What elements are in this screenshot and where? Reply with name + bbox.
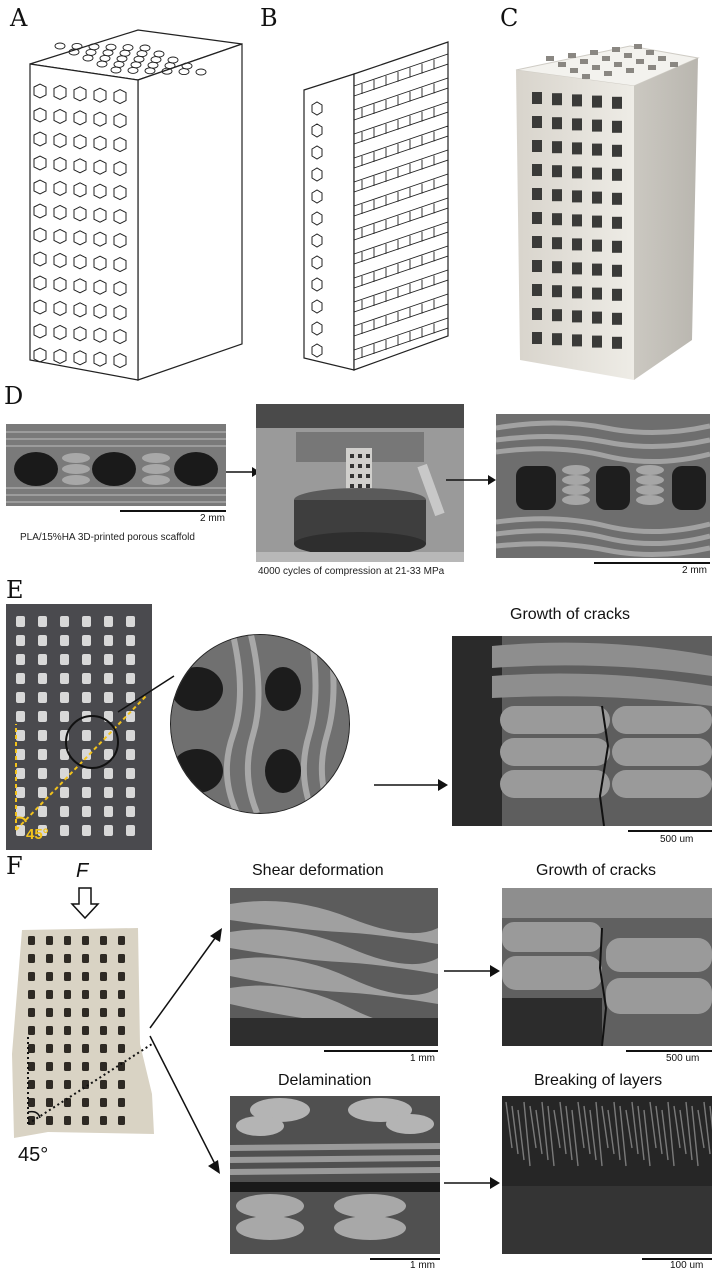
panel-f-fractured-scaffold-photo — [8, 924, 158, 1140]
panel-e-zoom-circle — [170, 634, 350, 814]
title-f-delamination: Delamination — [278, 1072, 372, 1089]
angle-label-e: 45° — [26, 826, 49, 843]
panel-d-sem-section — [6, 424, 226, 506]
title-f-breaking-of-layers: Breaking of layers — [534, 1072, 663, 1089]
zoom-connector-line — [117, 675, 175, 713]
scale-bar — [324, 1050, 438, 1052]
scale-bar — [594, 562, 710, 564]
panel-label-a: A — [10, 4, 28, 32]
scale-bar — [628, 830, 712, 832]
scale-label-f-delam: 1 mm — [410, 1260, 435, 1271]
scale-label-e-right: 500 um — [660, 834, 694, 845]
scale-bar — [120, 510, 226, 512]
arrow-right — [446, 475, 496, 485]
scale-label-d-left: 2 mm — [200, 513, 225, 524]
panel-d-test-machine-photo — [256, 404, 464, 562]
panel-d-sem-after-compression — [496, 414, 710, 558]
scale-label-f-cracks: 500 um — [666, 1053, 700, 1064]
force-label: F — [76, 860, 89, 882]
branch-arrows — [149, 928, 222, 1174]
title-f-growth-of-cracks: Growth of cracks — [536, 862, 657, 879]
scale-label-f-break: 100 um — [670, 1260, 704, 1271]
panel-e-scaffold-photo — [6, 604, 152, 850]
panel-label-c: C — [500, 4, 519, 32]
panel-f-sem-cracks — [502, 888, 712, 1046]
panel-f-sem-shear — [230, 888, 438, 1046]
panel-label-e: E — [6, 576, 24, 604]
panel-c-printed-scaffold-photo — [512, 40, 700, 380]
arrow-right — [226, 467, 260, 477]
panel-b-cad-section — [303, 41, 449, 371]
arrow-right — [374, 779, 448, 791]
scale-bar — [626, 1050, 712, 1052]
panel-f-sem-breaking — [502, 1096, 712, 1254]
panel-label-f: F — [6, 852, 23, 880]
scale-bar — [642, 1258, 712, 1260]
title-e-growth-of-cracks: Growth of cracks — [510, 606, 631, 623]
panel-f-sem-delamination — [230, 1096, 440, 1254]
force-arrow — [70, 887, 100, 920]
scale-label-d-right: 2 mm — [682, 565, 707, 576]
panel-label-d: D — [4, 382, 24, 410]
title-f-shear-deformation: Shear deformation — [252, 862, 384, 879]
panel-a-cad-model — [29, 29, 243, 381]
scale-label-f-shear: 1 mm — [410, 1053, 435, 1064]
caption-d-middle: 4000 cycles of compression at 21-33 MPa — [258, 566, 445, 577]
panel-e-sem-cracks — [452, 636, 712, 826]
arrow-right — [444, 965, 500, 977]
panel-label-b: B — [260, 4, 278, 32]
scale-bar — [370, 1258, 440, 1260]
angle-label-f: 45° — [18, 1144, 49, 1166]
caption-d-left: PLA/15%HA 3D-printed porous scaffold — [20, 532, 195, 543]
arrow-right — [444, 1177, 500, 1189]
